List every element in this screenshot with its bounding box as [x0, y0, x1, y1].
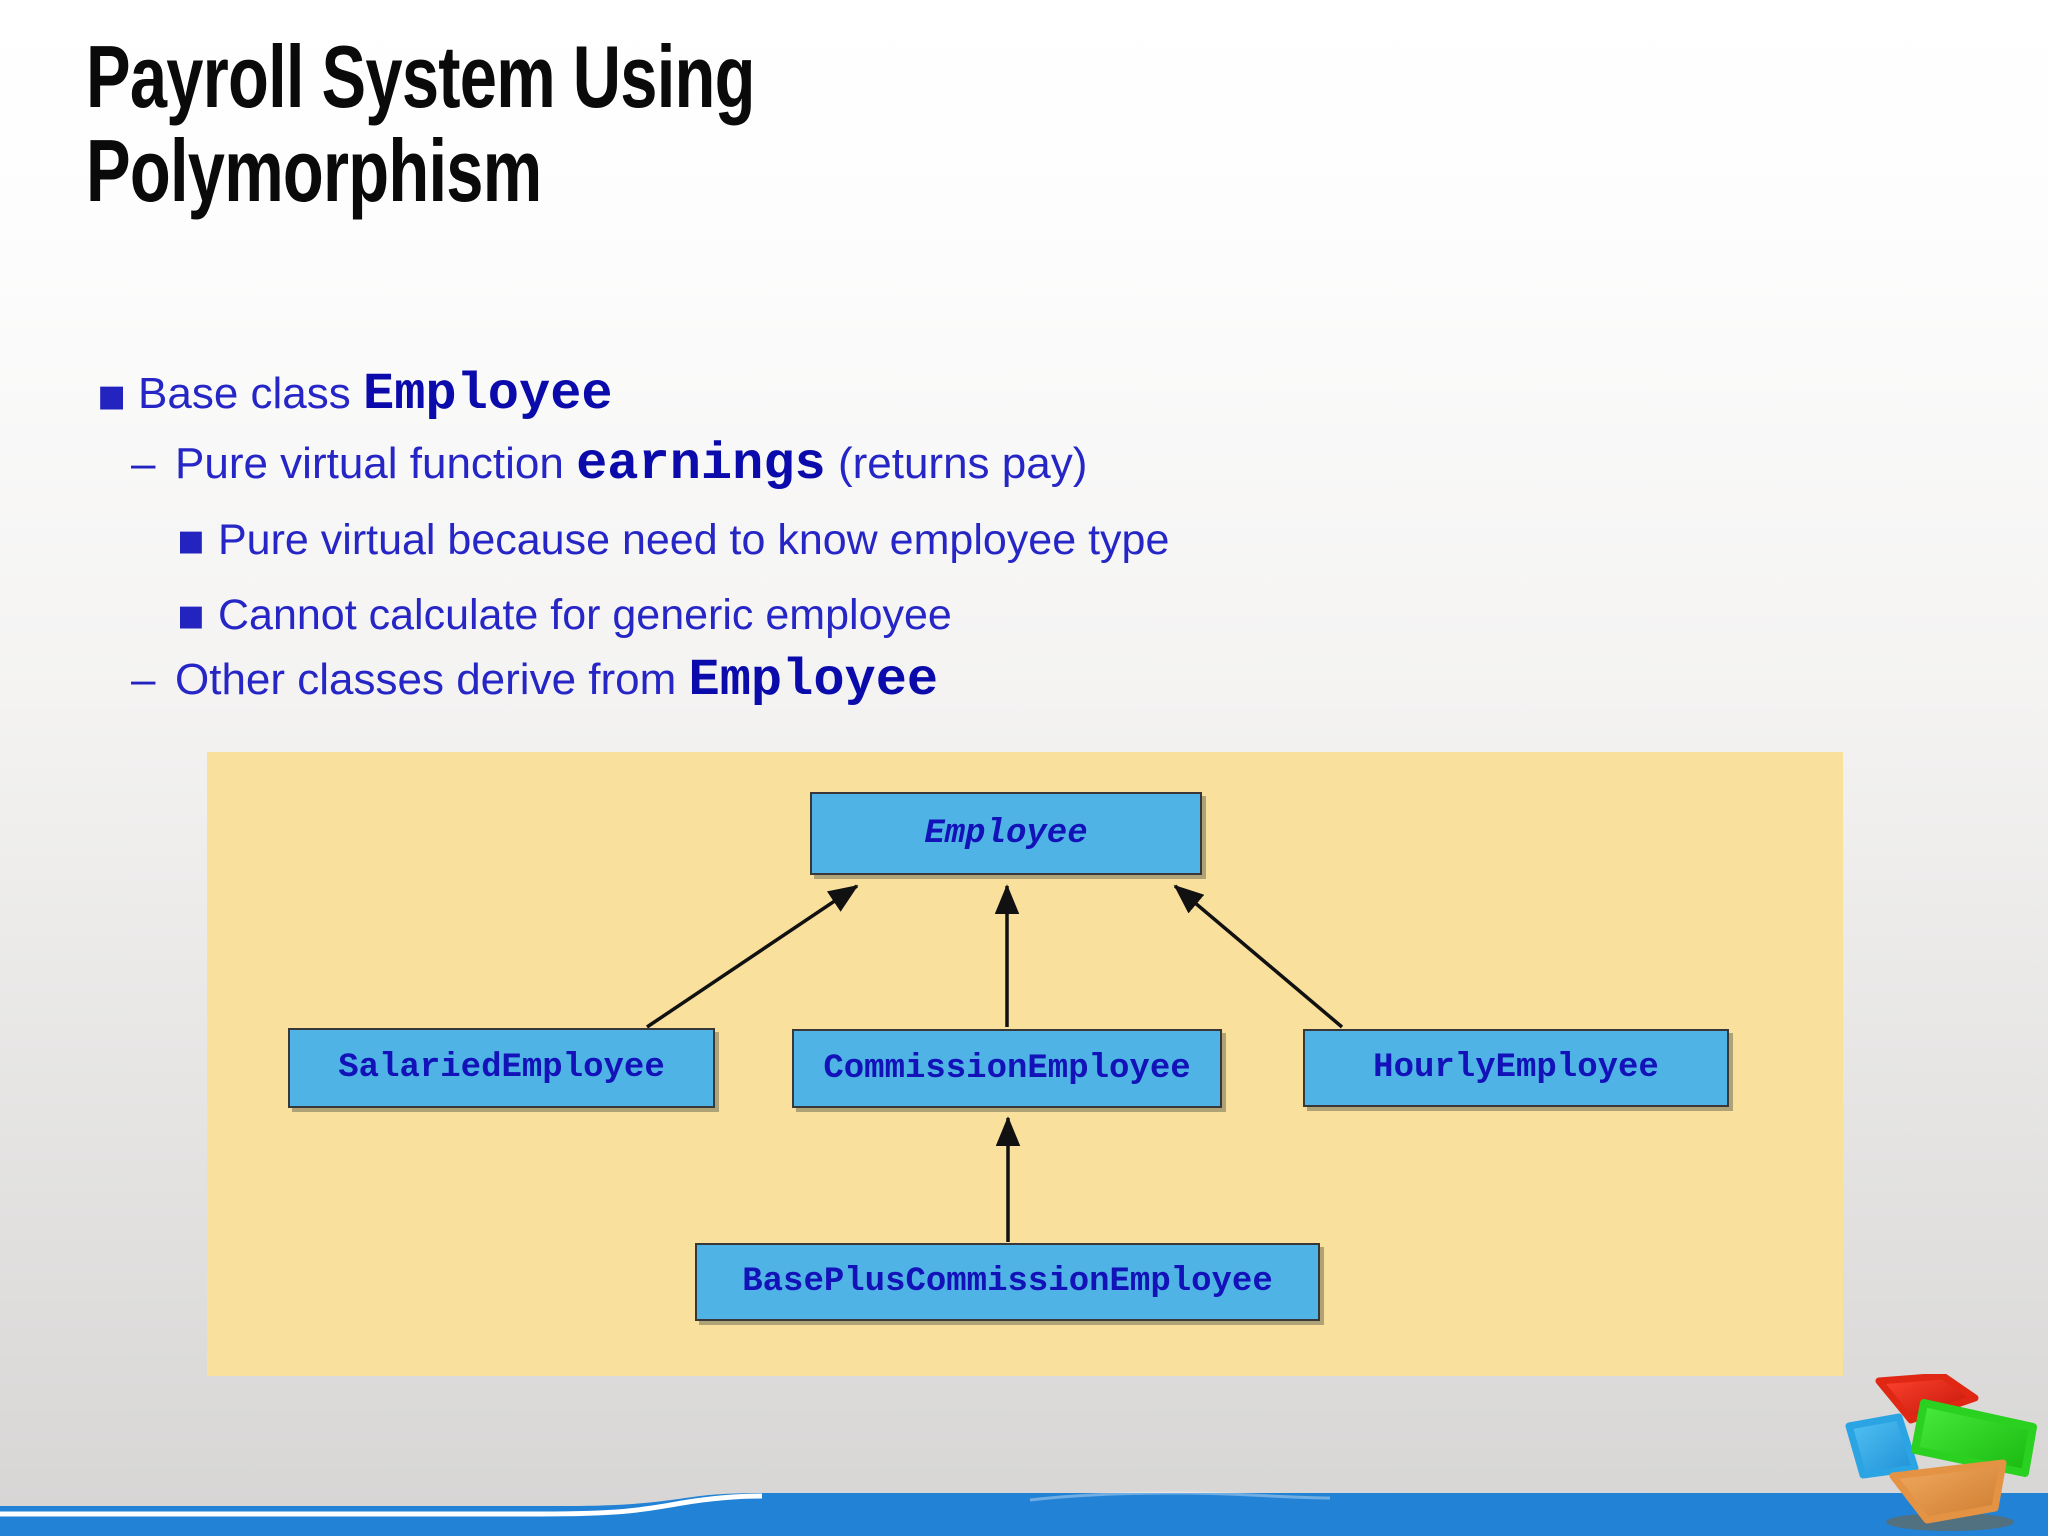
bullet-text: Pure virtual function	[175, 439, 577, 488]
class-node-label: HourlyEmployee	[1373, 1049, 1659, 1087]
footer-white-stripe	[0, 1493, 763, 1517]
class-node-label: Employee	[924, 814, 1088, 853]
bullet-text: (returns pay)	[825, 439, 1088, 488]
bullet-marker: –	[131, 439, 156, 488]
colored-cube-logo-icon	[1845, 1374, 2037, 1531]
bullet-text: Pure virtual because need to know employ…	[218, 516, 1170, 564]
class-node-label: CommissionEmployee	[823, 1049, 1191, 1088]
bullet-item: ▪Pure virtual because need to know emplo…	[0, 505, 2048, 575]
bullet-text: Cannot calculate for generic employee	[218, 591, 952, 639]
bullet-code-text: Employee	[362, 365, 613, 424]
footer-swoosh	[1029, 1491, 1331, 1502]
bullet-item: ▪Base class Employee	[0, 359, 2048, 429]
bullet-text: Other classes derive from	[175, 655, 689, 704]
cube-shadow	[1886, 1513, 2014, 1531]
class-node-hourly: HourlyEmployee	[1303, 1029, 1729, 1107]
bullet-item: –Pure virtual function earnings (returns…	[0, 429, 2048, 499]
cube-face-orange	[1889, 1459, 2007, 1524]
title-line-2: Polymorphism	[86, 121, 542, 220]
class-node-employee: Employee	[810, 792, 1202, 875]
bullet-item: ▪Cannot calculate for generic employee	[0, 580, 2048, 650]
footer-bar-shape	[0, 1492, 2048, 1536]
class-node-label: BasePlusCommissionEmployee	[742, 1263, 1273, 1301]
bullet-marker: ▪	[176, 589, 206, 640]
cube-face-red	[1875, 1374, 1979, 1424]
class-node-baseplus: BasePlusCommissionEmployee	[695, 1243, 1320, 1321]
bullet-text: Base class	[138, 369, 363, 418]
bullet-code-text: Employee	[688, 651, 939, 710]
class-node-salaried: SalariedEmployee	[288, 1028, 715, 1108]
bullet-marker: ▪	[96, 367, 128, 421]
cube-face-green	[1911, 1399, 2037, 1477]
bullet-marker: –	[131, 655, 156, 704]
class-node-commission: CommissionEmployee	[792, 1029, 1222, 1108]
slide-title: Payroll System Using Polymorphism	[86, 30, 755, 218]
cube-face-blue	[1845, 1413, 1919, 1479]
footer-bar	[0, 1491, 2048, 1536]
bullet-item: –Other classes derive from Employee	[0, 645, 2048, 715]
bullet-code-text: earnings	[576, 435, 826, 494]
class-node-label: SalariedEmployee	[338, 1049, 665, 1087]
title-line-1: Payroll System Using	[86, 27, 755, 126]
bullet-marker: ▪	[176, 514, 206, 565]
